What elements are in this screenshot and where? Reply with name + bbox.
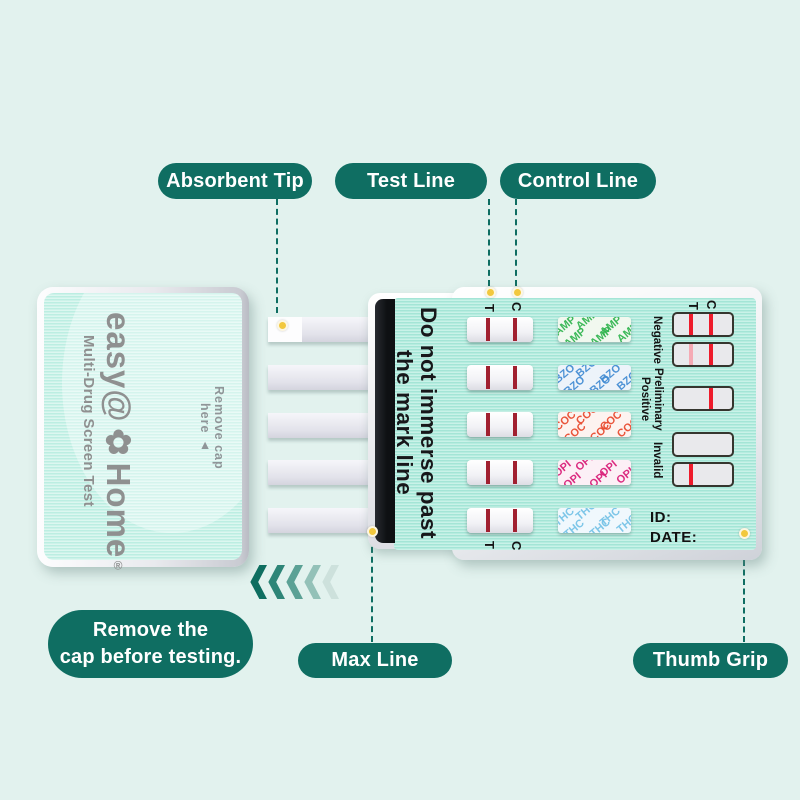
legend-strip-preliminary-positive — [672, 386, 734, 411]
callout-test-line: Test Line — [335, 163, 487, 199]
chevron-left-icon — [268, 565, 285, 599]
legend-control-line — [709, 388, 713, 409]
legend-faint-test-line — [689, 344, 693, 365]
control-line-mark — [513, 318, 517, 341]
test-strip-2 — [268, 365, 370, 390]
connector-max-line — [371, 537, 373, 642]
test-line-mark — [486, 461, 490, 484]
callout-remove-cap-line2: cap before testing. — [59, 646, 242, 668]
result-window-opi — [467, 460, 533, 485]
test-strip-5 — [268, 508, 370, 533]
control-line-mark — [513, 413, 517, 436]
connector-absorbent-tip — [276, 199, 278, 313]
result-window-coc — [467, 412, 533, 437]
legend-label-preliminary-positive: Preliminary Positive — [639, 367, 664, 431]
test-line-mark — [486, 509, 490, 532]
max-line-band — [375, 299, 395, 543]
marker-dot-max-line — [367, 526, 378, 537]
c-label-bottom: C — [509, 541, 524, 551]
brand-flower-icon: ✿ — [100, 422, 137, 463]
legend-strip-invalid-1 — [672, 432, 734, 457]
connector-test-line — [488, 199, 490, 286]
callout-control-line: Control Line — [500, 163, 656, 199]
immerse-warning-text: Do not immerse past the mark line — [392, 306, 441, 540]
control-line-mark — [513, 509, 517, 532]
legend-test-line — [689, 314, 693, 335]
remove-cap-arrow-icon: ▲ — [198, 437, 212, 453]
legend-label-invalid: Invalid — [651, 441, 663, 479]
test-strip-3 — [268, 413, 370, 438]
remove-cap-here-text: Remove cap here ▲ — [198, 386, 226, 470]
brand-subtitle: Multi-Drug Screen Test — [80, 335, 97, 507]
callout-thumb-grip: Thumb Grip — [633, 643, 788, 678]
legend-strip-invalid-2 — [672, 462, 734, 487]
result-window-amp — [467, 317, 533, 342]
c-label-top: C — [509, 302, 524, 312]
date-field-label: DATE: — [650, 529, 698, 546]
legend-control-line — [709, 314, 713, 335]
legend-control-line — [709, 344, 713, 365]
t-label-bottom: T — [482, 541, 497, 549]
legend-c-label: C — [704, 300, 719, 310]
registered-mark-icon: ® — [111, 558, 125, 574]
test-line-mark — [486, 318, 490, 341]
test-strip-4 — [268, 460, 370, 485]
test-line-mark — [486, 366, 490, 389]
connector-thumb-grip — [743, 541, 745, 642]
marker-dot-control-line — [512, 287, 523, 298]
legend-test-line — [689, 464, 693, 485]
brand-text: easy@✿Home® — [100, 312, 137, 574]
cap-surface — [44, 293, 242, 560]
legend-t-label: T — [686, 302, 701, 310]
result-window-bzo — [467, 365, 533, 390]
test-cap — [37, 287, 249, 567]
callout-absorbent-tip: Absorbent Tip — [158, 163, 312, 199]
callout-max-line: Max Line — [298, 643, 452, 678]
legend-strip-negative-1 — [672, 312, 734, 337]
chevron-left-icon — [286, 565, 303, 599]
legend-label-negative: Negative — [651, 316, 663, 364]
chevron-left-icon — [304, 565, 321, 599]
control-line-mark — [513, 461, 517, 484]
chevron-left-icon — [322, 565, 339, 599]
control-line-mark — [513, 366, 517, 389]
callout-remove-cap: Remove the cap before testing. — [48, 610, 253, 678]
chevron-left-icon — [250, 565, 267, 599]
result-window-thc — [467, 508, 533, 533]
t-label-top: T — [482, 304, 497, 312]
test-line-mark — [486, 413, 490, 436]
id-field-label: ID: — [650, 509, 672, 526]
connector-control-line — [515, 199, 517, 286]
marker-dot-thumb-grip — [739, 528, 750, 539]
marker-dot-absorbent-tip — [277, 320, 288, 331]
legend-strip-negative-2 — [672, 342, 734, 367]
callout-remove-cap-line1: Remove the — [92, 619, 209, 641]
marker-dot-test-line — [485, 287, 496, 298]
brand-logo: easy@✿Home® Multi-Drug Screen Test — [58, 312, 138, 574]
